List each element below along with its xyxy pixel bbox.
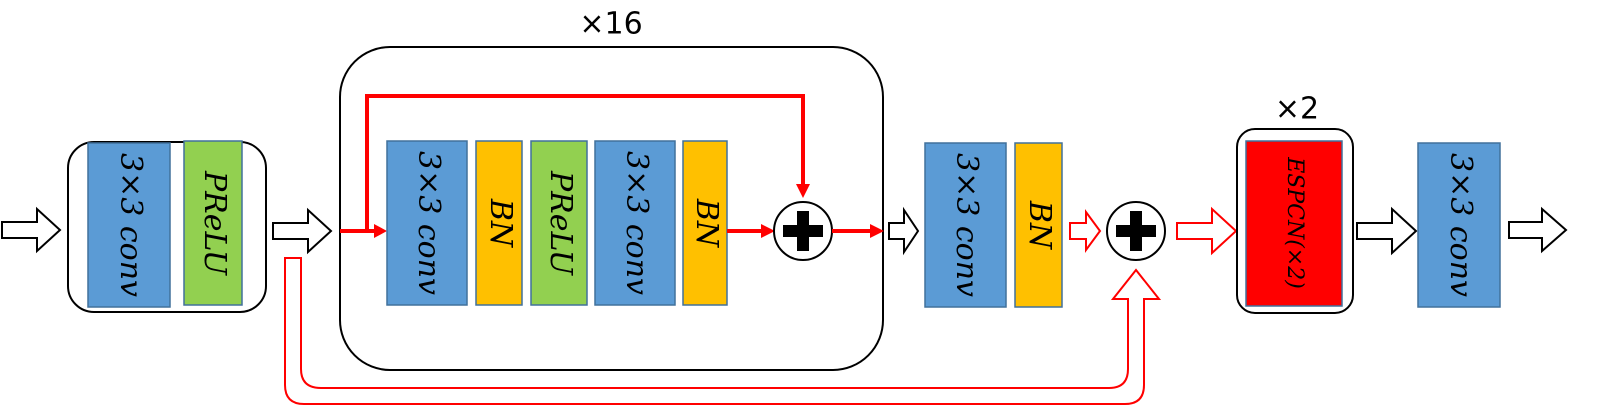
inner-add-plus-v bbox=[797, 211, 809, 251]
post-bn-label: BN bbox=[1022, 200, 1057, 251]
stem-container bbox=[67, 141, 267, 313]
residual-bn2-label: BN bbox=[689, 198, 724, 249]
upsample-container bbox=[1236, 128, 1354, 314]
stem-conv-block bbox=[87, 142, 171, 308]
final-conv-block bbox=[1417, 142, 1501, 308]
post-bn-output-arrow bbox=[1069, 208, 1102, 254]
global-skip-connection bbox=[284, 257, 1162, 405]
residual-input-arrowhead bbox=[374, 224, 387, 238]
residual-conv2-block bbox=[594, 140, 676, 306]
stem-prelu-block bbox=[183, 140, 243, 306]
inner-skip-line bbox=[365, 94, 805, 231]
residual-conv1-block bbox=[386, 140, 468, 306]
stem-prelu-label: PReLU bbox=[197, 170, 232, 277]
espcn-output-arrow bbox=[1356, 206, 1418, 256]
input-arrow bbox=[1, 206, 62, 254]
espcn-block bbox=[1245, 140, 1343, 307]
espcn-label: ESPCN(×2) bbox=[1282, 156, 1307, 289]
residual-prelu-block bbox=[530, 140, 588, 306]
post-conv-label: 3×3 conv bbox=[949, 153, 984, 297]
residual-prelu-label: PReLU bbox=[543, 170, 578, 277]
stem-conv-label: 3×3 conv bbox=[113, 153, 148, 297]
residual-output-arrow bbox=[888, 206, 920, 256]
upsample-repeat-label: ×2 bbox=[1275, 92, 1319, 127]
residual-bn2-block bbox=[682, 140, 728, 306]
residual-conv2-label: 3×3 conv bbox=[619, 151, 654, 295]
residual-bn1-block bbox=[475, 140, 523, 306]
residual-conv1-label: 3×3 conv bbox=[411, 151, 446, 295]
stem-output-arrow bbox=[272, 207, 333, 255]
residual-repeat-label: ×16 bbox=[579, 7, 642, 42]
output-arrow bbox=[1508, 206, 1568, 254]
outer-add-output-arrow bbox=[1176, 206, 1238, 256]
residual-bn1-label: BN bbox=[483, 198, 518, 249]
final-conv-label: 3×3 conv bbox=[1443, 153, 1478, 297]
inner-skip-arrowhead bbox=[796, 184, 810, 198]
post-bn-block bbox=[1014, 142, 1063, 308]
post-conv-block bbox=[924, 142, 1007, 308]
residual-container bbox=[339, 46, 884, 371]
inner-add-output-arrowhead bbox=[870, 224, 884, 238]
outer-add-plus-v bbox=[1130, 211, 1142, 251]
residual-to-add-arrowhead bbox=[761, 224, 775, 238]
